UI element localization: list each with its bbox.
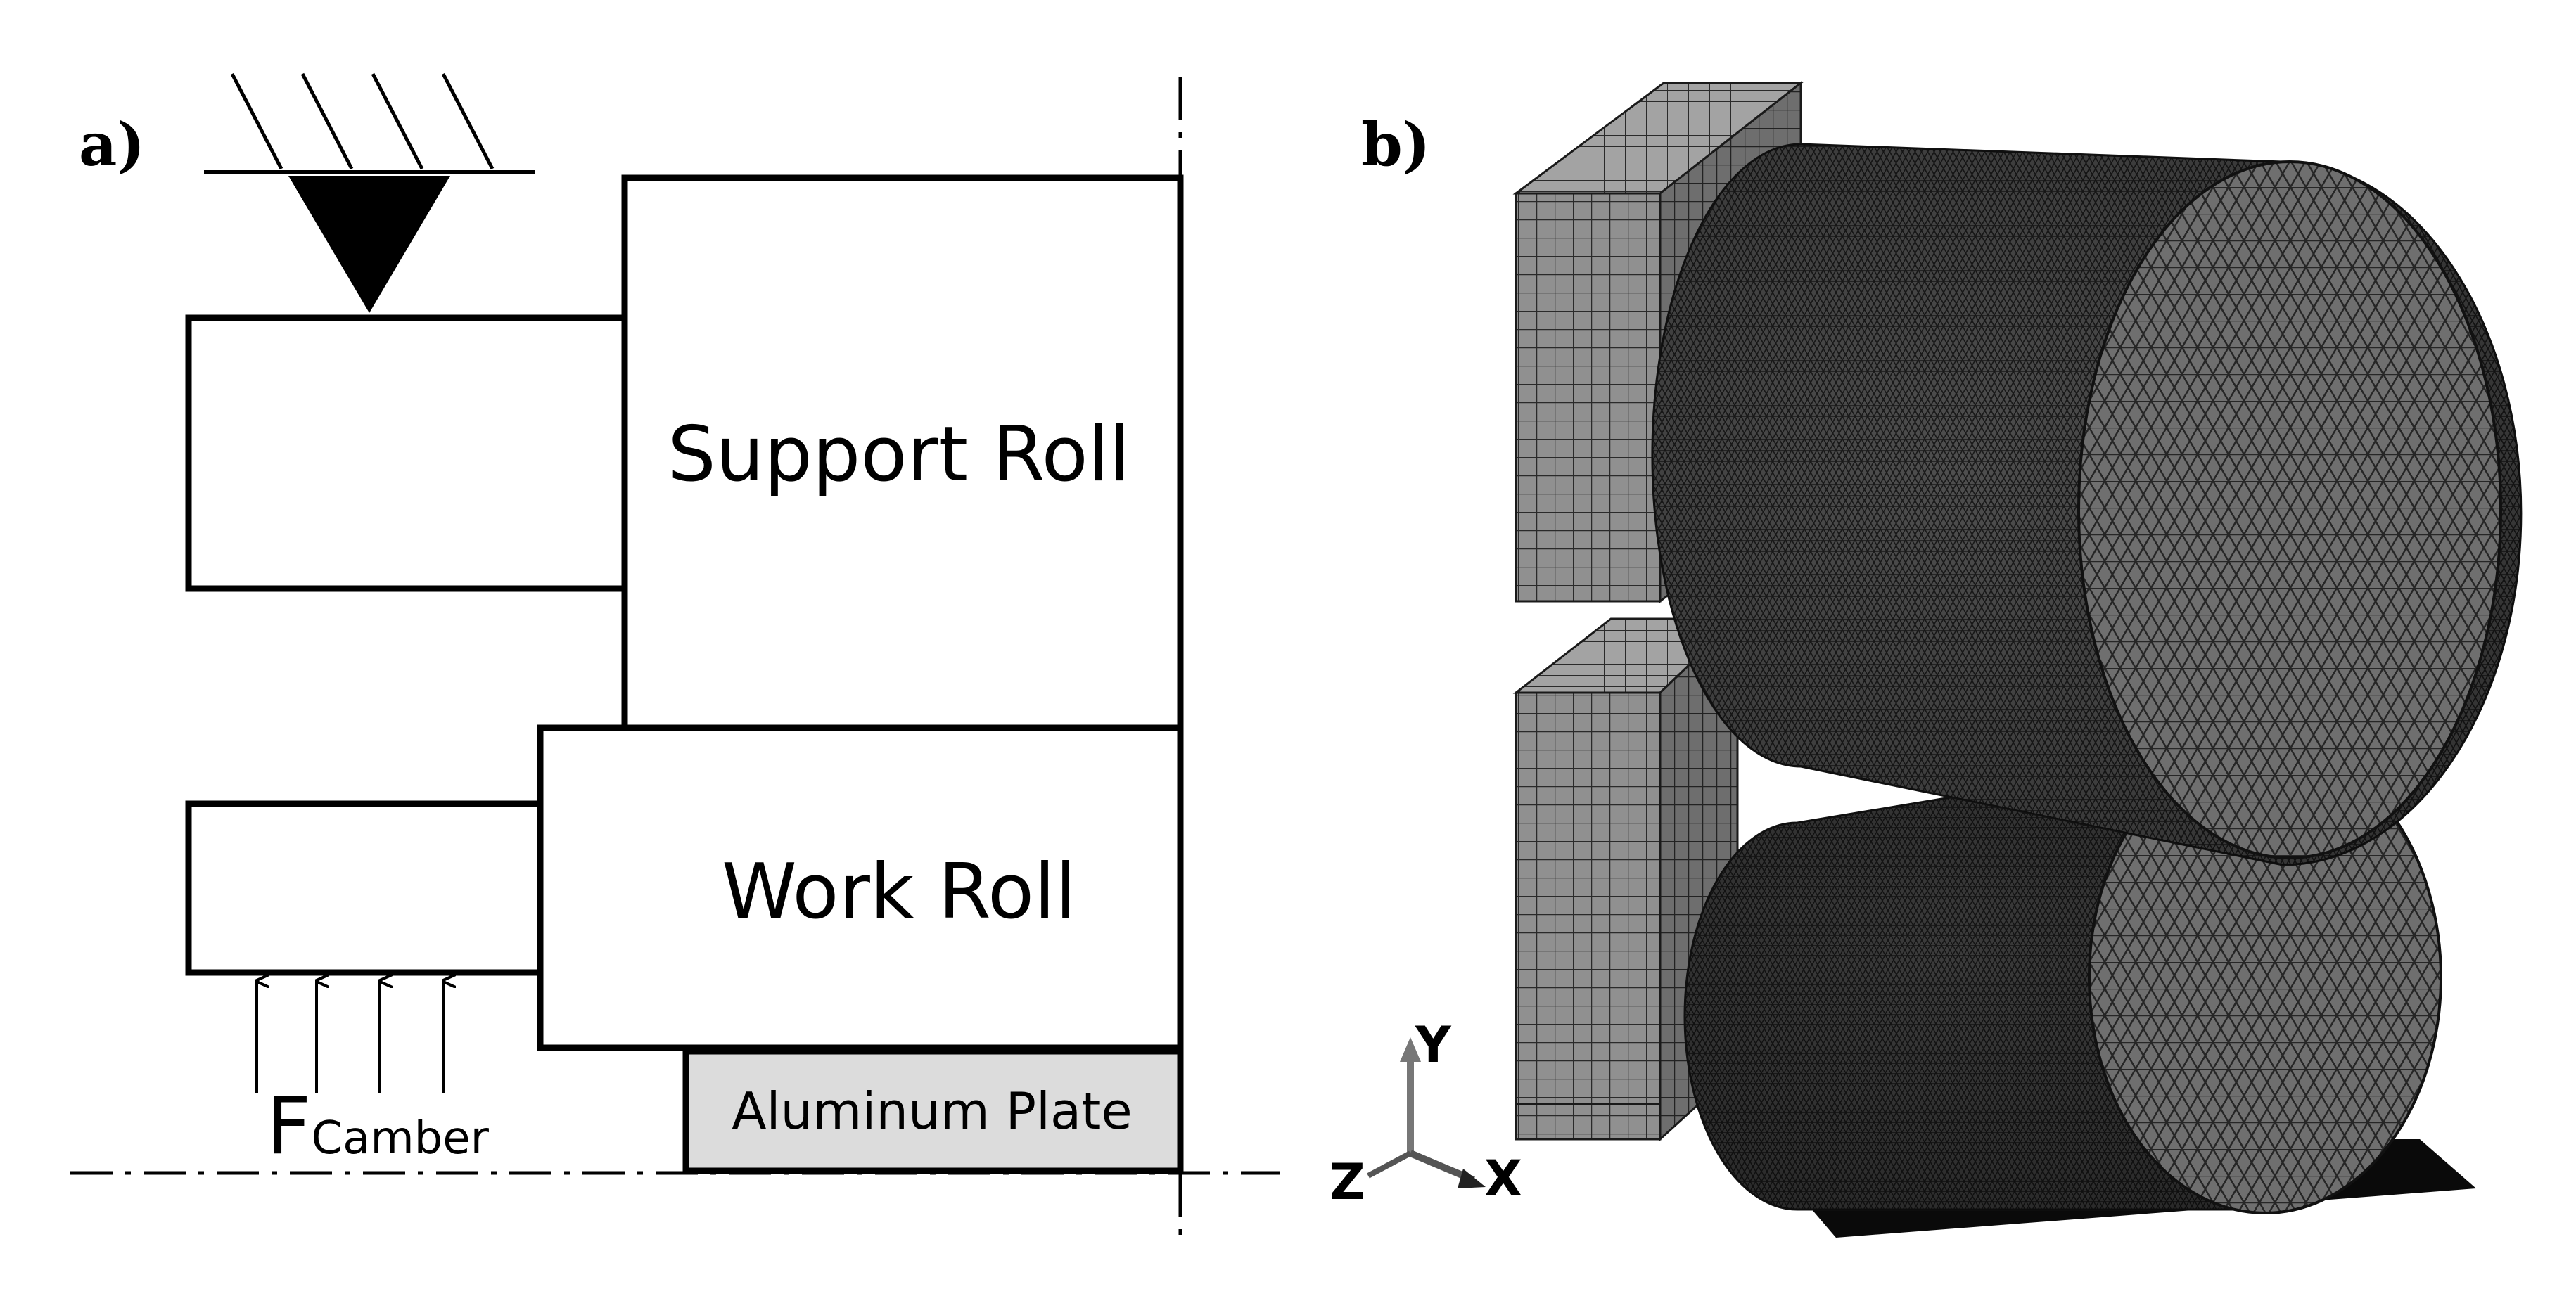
- work-roll-label: Work Roll: [722, 848, 1076, 936]
- work-roll-body: [537, 724, 1184, 1051]
- z-axis-label: Z: [1330, 1153, 1365, 1211]
- y-axis-label: Y: [1415, 1016, 1452, 1074]
- work-roll-neck: [185, 800, 544, 976]
- panel-b: b): [1330, 80, 2523, 1238]
- coordinate-triad-icon: Y X Z: [1330, 1016, 1522, 1211]
- panel-a: a) Support Roll Work Roll Aluminum Plate: [70, 72, 1280, 1238]
- support-roll-label: Support Roll: [668, 411, 1130, 499]
- aluminum-plate: [682, 1048, 1184, 1174]
- force-arrow-icon: [255, 981, 443, 1093]
- support-roll-mesh: [1651, 143, 2523, 866]
- fixed-support-icon: [204, 72, 535, 313]
- panel-b-label: b): [1361, 110, 1430, 179]
- work-roll-mesh: [1683, 740, 2442, 1214]
- force-label: FCamber: [266, 1081, 490, 1172]
- force-subscript: Camber: [311, 1112, 489, 1165]
- x-axis-label: X: [1484, 1150, 1522, 1207]
- aluminum-plate-label: Aluminum Plate: [732, 1082, 1132, 1141]
- panel-a-label: a): [79, 110, 145, 179]
- support-roll-neck: [185, 314, 628, 592]
- force-symbol: F: [266, 1081, 311, 1172]
